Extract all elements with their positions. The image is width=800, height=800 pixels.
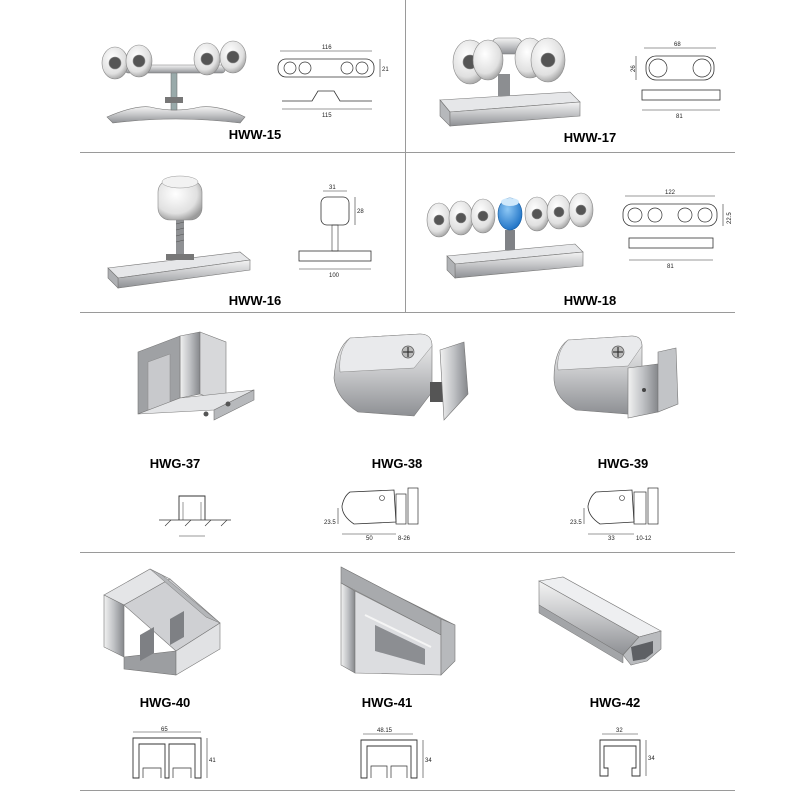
hww-15-code: HWW-15 [228,127,282,142]
hww-15-photo [101,40,247,124]
hww-17-dim-top: 68 [674,42,681,48]
hwg-38-drawing: 23.5 50 8-26 [324,487,419,542]
hww-17-photo [439,37,581,127]
horizontal-divider-3 [80,552,735,553]
hwg-42-code: HWG-42 [589,695,641,710]
hwg-39-photo [553,335,679,419]
hwg-38-code: HWG-38 [371,456,423,471]
hwg-42-photo [538,576,662,666]
horizontal-divider-1 [80,152,735,153]
hwg-41-drawing: 48.15 34 [360,728,432,779]
hww-18-drawing: 122 22.5 81 [622,190,733,270]
hwg-37-photo [137,331,255,421]
hww-16-dim-top: 31 [329,185,336,191]
hwg-38-dim-height: 23.5 [324,520,336,526]
hww-17-dim-bottom: 81 [676,114,683,120]
hww-15-dim-top: 116 [322,45,332,51]
horizontal-divider-4 [80,790,735,791]
hwg-40-photo [103,568,221,676]
hwg-41-code: HWG-41 [361,695,413,710]
hww-16-drawing: 31 28 100 [298,185,372,279]
hwg-38-dim-length: 50 [366,536,373,542]
hww-18-dim-top: 122 [665,190,676,196]
hww-15-drawing: 116 21 115 [277,45,389,119]
hwg-37-code: HWG-37 [149,456,201,471]
hww-15-dim-side: 21 [382,67,389,73]
hww-18-code: HWW-18 [563,293,617,308]
hwg-39-dim-gap: 10-12 [636,536,652,542]
hwg-40-dim-width: 65 [161,727,168,733]
vertical-divider-top [405,0,406,312]
hww-16-dim-bottom: 100 [329,273,340,279]
hwg-38-photo [333,333,469,421]
hwg-41-photo [340,566,456,676]
horizontal-divider-2 [80,312,735,313]
hwg-38-dim-gap: 8-26 [398,536,411,542]
hww-18-dim-side: 22.5 [727,212,733,224]
hww-16-code: HWW-16 [228,293,282,308]
hwg-39-code: HWG-39 [597,456,649,471]
hww-17-dim-side: 26 [631,65,637,72]
hwg-40-code: HWG-40 [139,695,191,710]
hww-18-photo [426,192,594,279]
hwg-42-dim-width: 32 [616,728,623,734]
hww-18-dim-bottom: 81 [667,264,674,270]
hww-17-drawing: 68 26 81 [631,42,721,120]
hwg-41-dim-height: 34 [425,758,432,764]
hww-17-code: HWW-17 [563,130,617,145]
hww-15-dim-bottom: 115 [322,113,332,119]
hwg-41-dim-width: 48.15 [377,728,393,734]
hwg-39-dim-height: 23.5 [570,520,582,526]
hwg-39-dim-length: 33 [608,536,615,542]
hwg-40-dim-height: 41 [209,758,216,764]
hwg-42-dim-height: 34 [648,756,655,762]
hwg-40-drawing: 65 41 [132,727,216,779]
hwg-42-drawing: 32 34 [599,728,655,777]
hww-16-photo [107,175,251,289]
hwg-37-drawing [159,495,231,537]
hww-16-dim-side: 28 [357,209,364,215]
hwg-39-drawing: 23.5 33 10-12 [570,487,659,542]
